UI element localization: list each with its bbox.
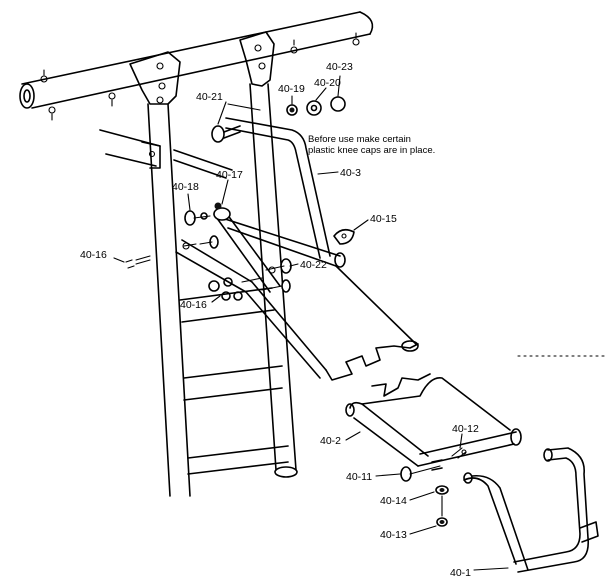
washer-cluster-40-16 xyxy=(208,280,220,292)
label-40-21: 40-21 xyxy=(196,91,223,103)
label-40-3: 40-3 xyxy=(340,167,361,179)
label-40-17: 40-17 xyxy=(216,169,243,181)
label-40-16-lower: 40-16 xyxy=(180,299,207,311)
label-40-20: 40-20 xyxy=(314,77,341,89)
note-line-1: Before use make certain xyxy=(308,134,411,145)
hardware xyxy=(125,96,355,301)
label-40-14: 40-14 xyxy=(380,495,407,507)
uprights xyxy=(147,83,298,497)
knob-40-21 xyxy=(211,125,225,143)
label-40-15: 40-15 xyxy=(370,213,397,225)
label-40-13: 40-13 xyxy=(380,529,407,541)
pivot-arm xyxy=(213,202,281,293)
label-40-16-upper: 40-16 xyxy=(80,249,107,261)
label-40-18: 40-18 xyxy=(172,181,199,193)
leader-lines xyxy=(113,75,509,571)
footrest-hardware xyxy=(400,459,449,527)
label-40-2: 40-2 xyxy=(320,435,341,447)
top-crossbar xyxy=(19,11,374,121)
slant-board xyxy=(175,217,419,381)
label-40-23: 40-23 xyxy=(326,61,353,73)
washer-40-19 xyxy=(286,104,298,116)
base-frame-40-1 xyxy=(463,447,599,573)
label-40-19: 40-19 xyxy=(278,83,305,95)
screw-40-16 xyxy=(125,259,135,269)
note-line-2: plastic knee caps are in place. xyxy=(308,145,435,156)
label-40-1: 40-1 xyxy=(450,567,471,579)
label-40-12: 40-12 xyxy=(452,423,479,435)
washer-40-20 xyxy=(306,100,322,116)
knee-frame-40-3 xyxy=(173,117,331,259)
side-bracket xyxy=(99,129,161,169)
label-40-11: 40-11 xyxy=(346,471,372,483)
top-brackets xyxy=(129,31,275,105)
ladder-rungs xyxy=(179,287,289,475)
cap-40-23 xyxy=(330,96,346,112)
label-40-22: 40-22 xyxy=(300,259,327,271)
foot-rest-40-2 xyxy=(345,373,522,467)
cap-40-15 xyxy=(333,228,355,245)
